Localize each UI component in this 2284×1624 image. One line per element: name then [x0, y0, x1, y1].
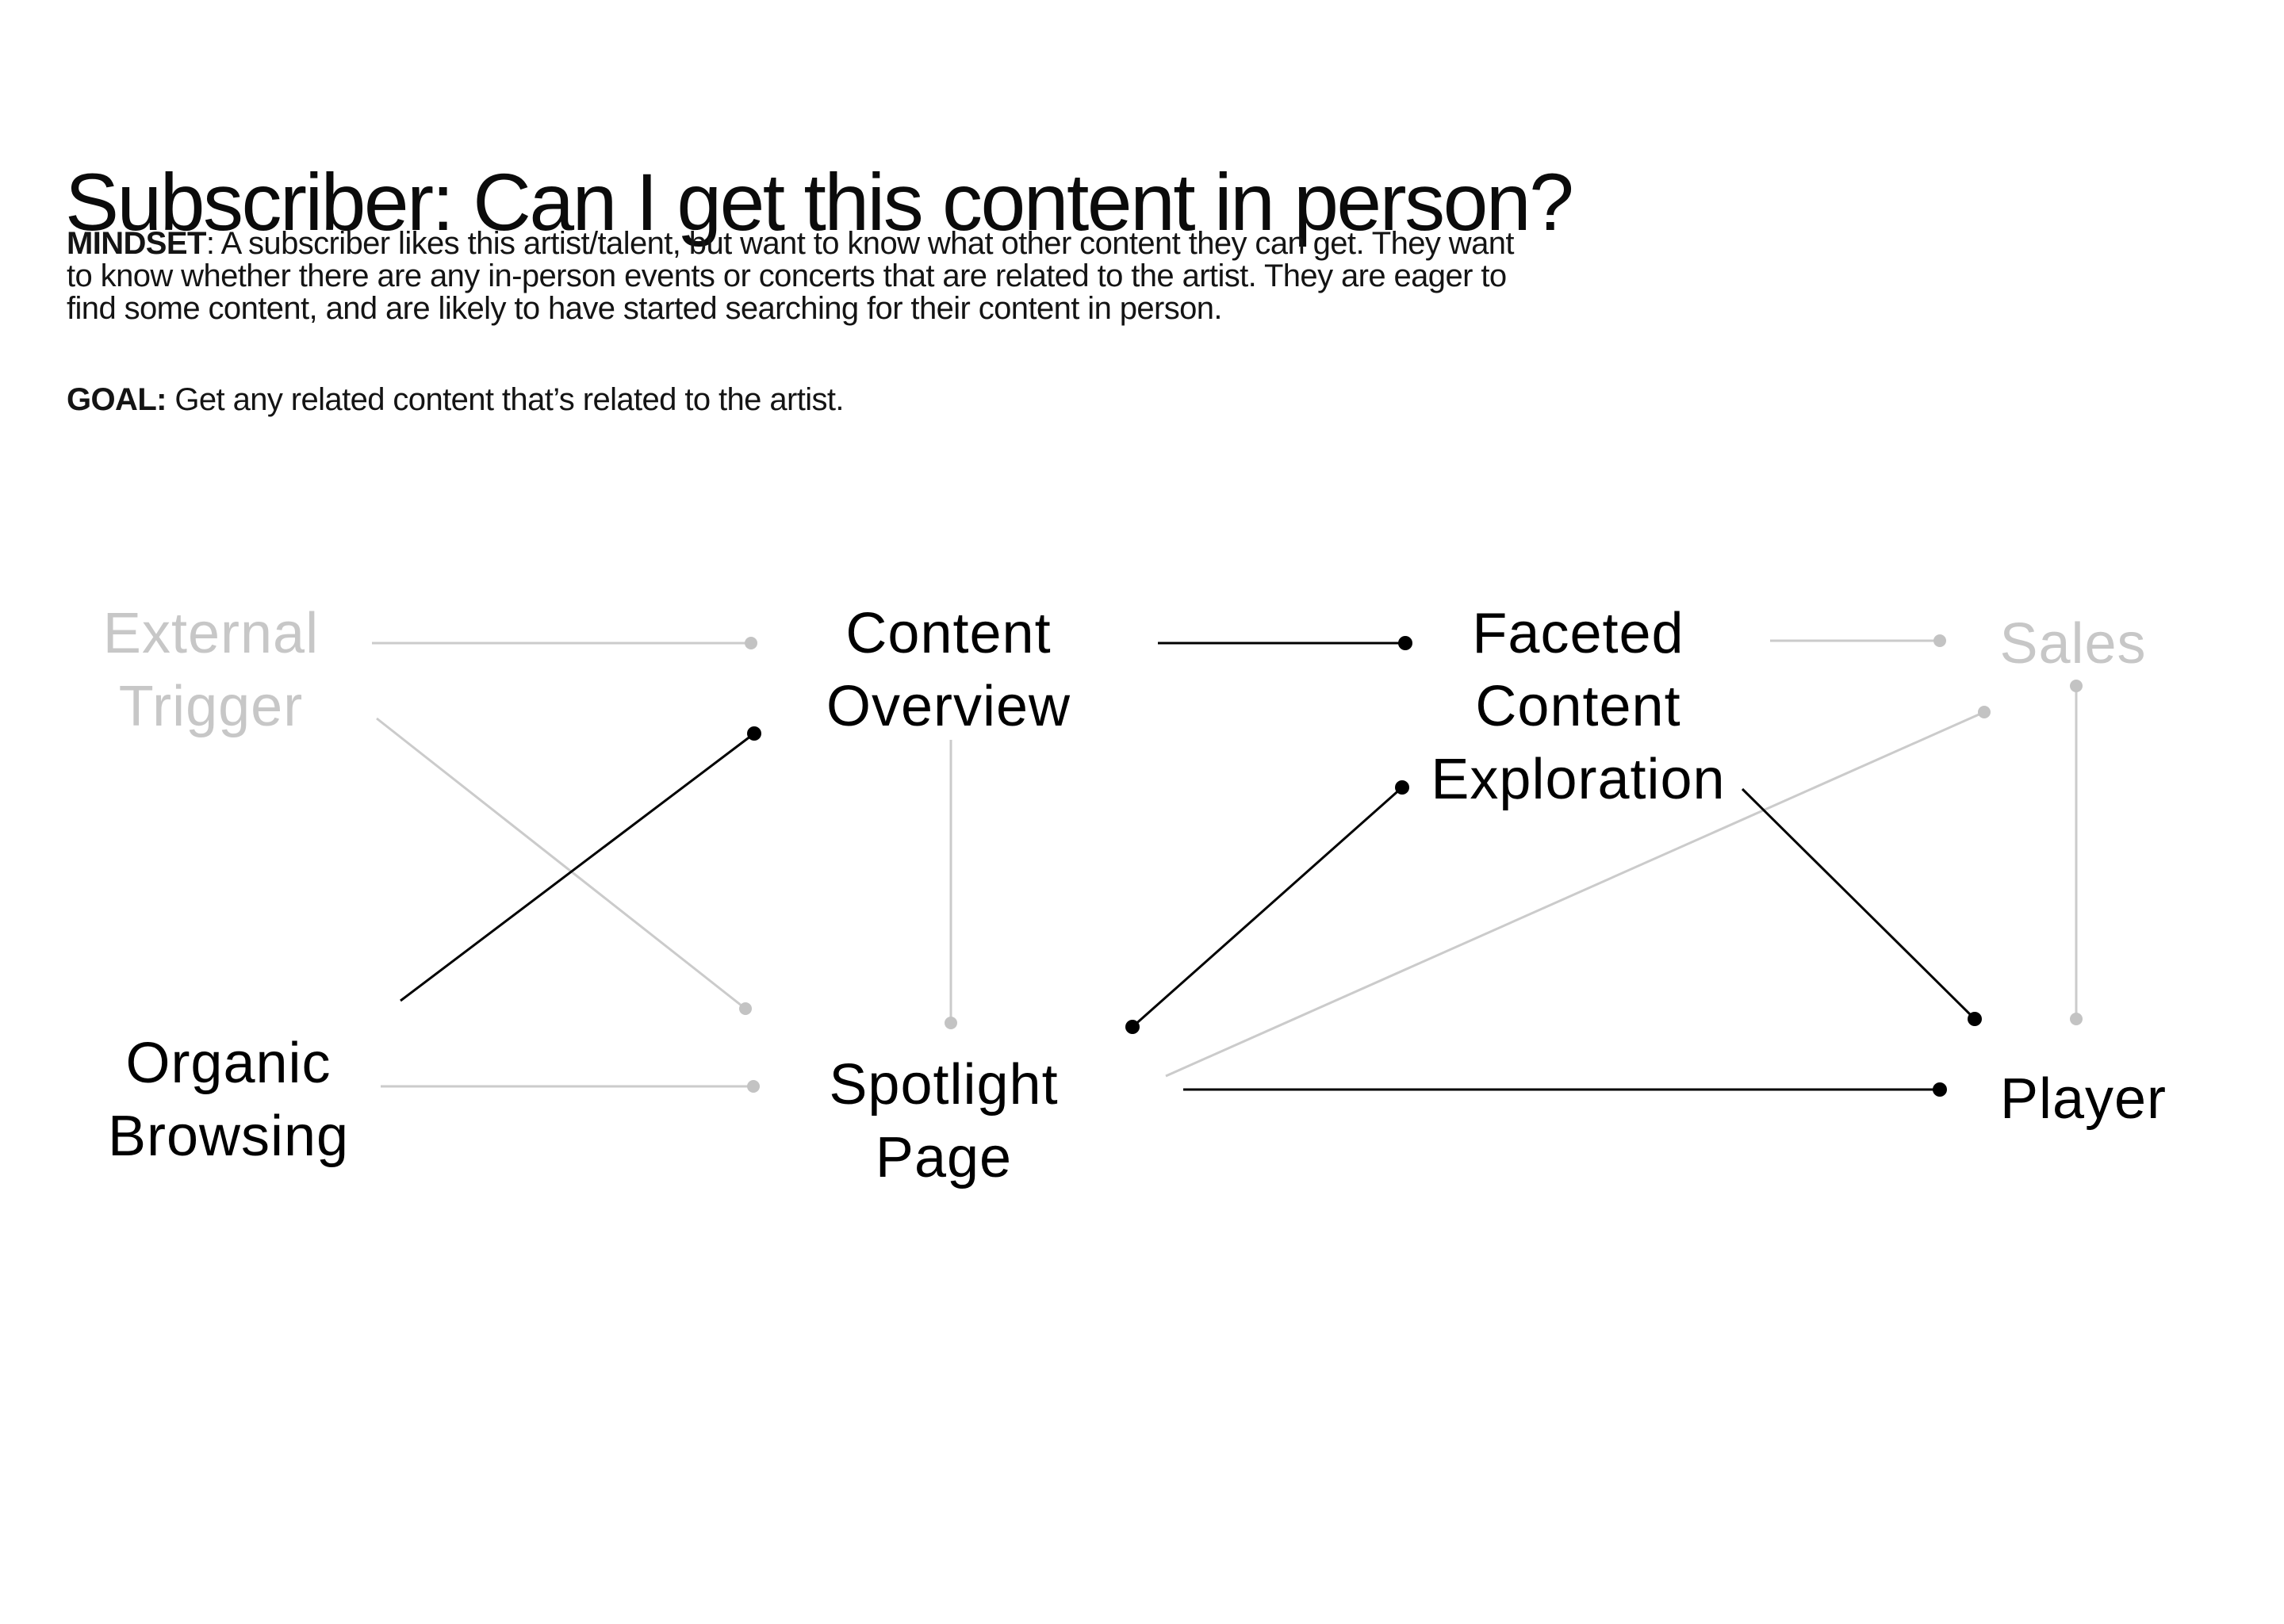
page-title: Subscriber: Can I get this content in pe…: [65, 157, 1574, 248]
edge-endpoint-dot: [2070, 680, 2083, 692]
edge-endpoint-dot: [1933, 1082, 1947, 1097]
node-label-line: Spotlight: [829, 1053, 1059, 1116]
node-label-line: Content: [845, 602, 1052, 665]
edge-endpoint-dot: [745, 637, 757, 649]
mindset-line-3: find some content, and are likely to hav…: [67, 291, 1223, 326]
edge-endpoint-dot: [945, 1017, 957, 1029]
node-sales: Sales: [1999, 607, 2146, 680]
node-label-line: Content: [1475, 675, 1681, 738]
edge-endpoint-dot: [739, 1002, 752, 1015]
node-label-line: Player: [1999, 1067, 2167, 1131]
mindset-label: MINDSET: [67, 226, 206, 261]
edge-endpoint-dot: [1398, 636, 1412, 650]
node-label-line: Exploration: [1431, 748, 1726, 811]
edge-endpoint-dot: [1395, 780, 1409, 795]
mindset-line-1: MINDSET: A subscriber likes this artist/…: [67, 226, 1514, 261]
node-player: Player: [2000, 1063, 2167, 1136]
node-label-line: Trigger: [118, 675, 304, 738]
node-label-line: Overview: [826, 675, 1071, 738]
edge-endpoint-dot: [747, 726, 761, 741]
edge-endpoint-dot: [1978, 706, 1991, 718]
mindset-line-2: to know whether there are any in-person …: [67, 259, 1507, 293]
edge-endpoint-dot: [1968, 1012, 1982, 1026]
goal-label: GOAL:: [67, 382, 167, 417]
node-label-line: Organic: [125, 1032, 331, 1095]
edge-endpoint-dot: [1125, 1020, 1140, 1034]
edge-endpoint-dot: [2070, 1013, 2083, 1025]
edge-faceted-exploration-to-player: [1741, 787, 1976, 1021]
node-label-line: Page: [875, 1126, 1013, 1189]
edge-organic-browsing-to-content-overview: [400, 732, 755, 1002]
edge-external-trigger-to-spotlight-page: [376, 717, 746, 1010]
mindset-paragraph: MINDSET: A subscriber likes this artist/…: [67, 228, 1514, 325]
goal-line: GOAL: Get any related content that’s rel…: [67, 382, 845, 417]
node-label-line: External: [102, 602, 320, 665]
edge-endpoint-dot: [747, 1080, 760, 1093]
edge-spotlight-page-to-faceted-exploration: [1132, 786, 1403, 1028]
edge-endpoint-dot: [1933, 634, 1946, 647]
node-label-line: Faceted: [1472, 602, 1684, 665]
node-label-line: Sales: [1999, 612, 2147, 676]
node-label-line: Browsing: [107, 1105, 350, 1168]
edge-spotlight-page-to-sales: [1165, 710, 1985, 1078]
